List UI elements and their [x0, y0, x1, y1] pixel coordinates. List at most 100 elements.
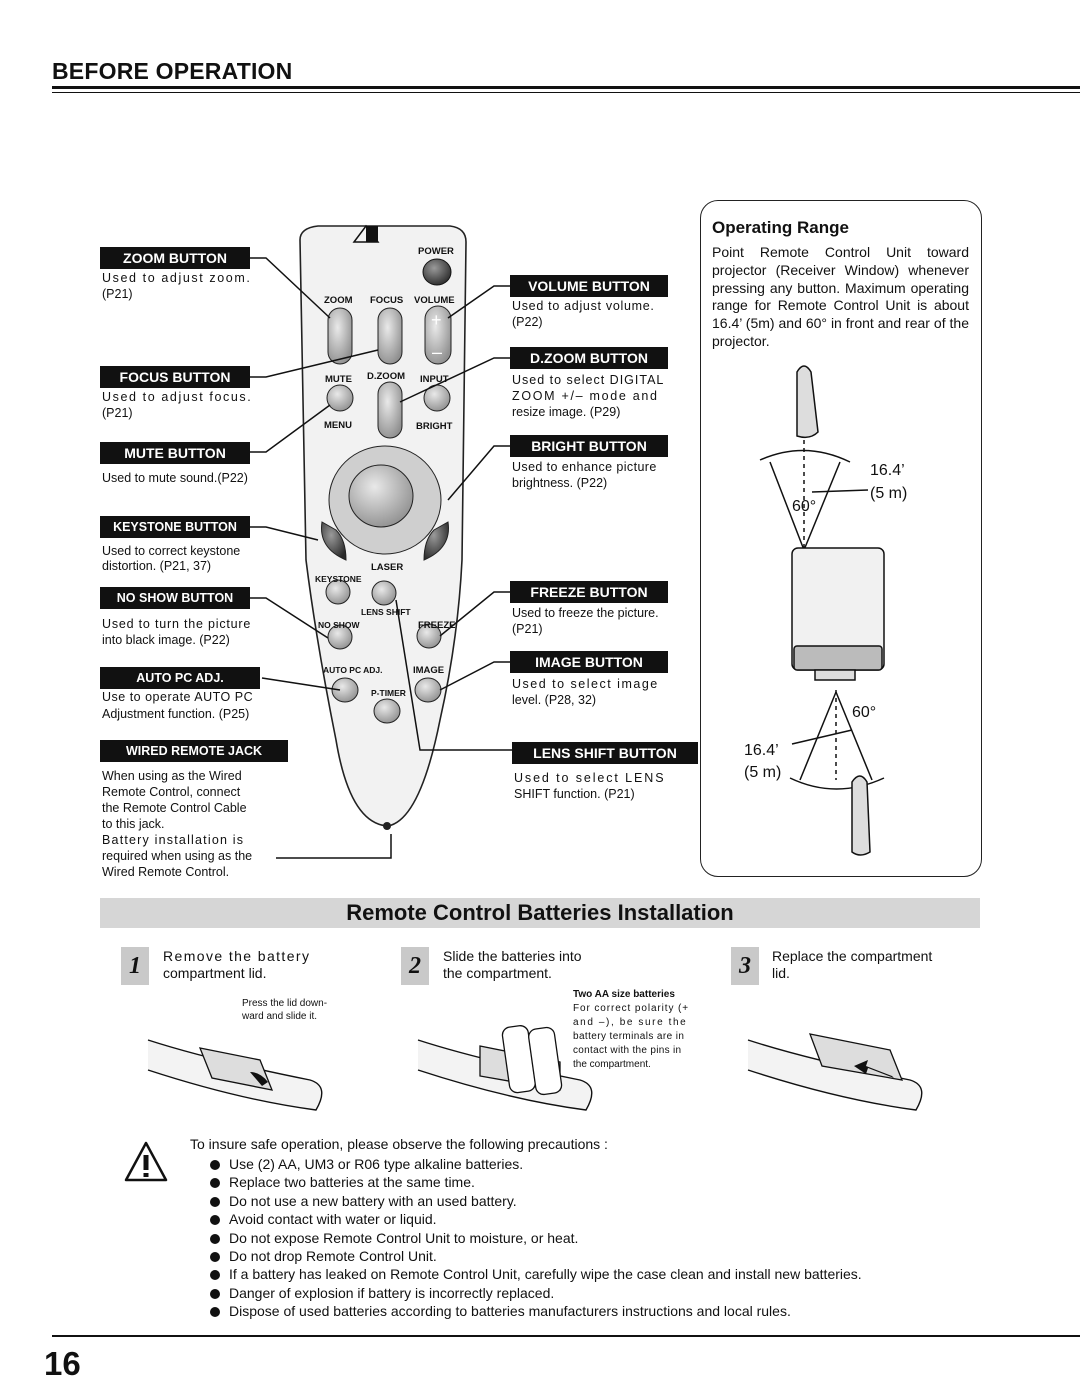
wired-remote-desc-7: Wired Remote Control.: [102, 865, 230, 879]
precaution-item: Do not use a new battery with an used ba…: [210, 1192, 862, 1210]
step-1-note-2: ward and slide it.: [242, 1011, 318, 1022]
freeze-button-desc-2: (P21): [512, 622, 543, 636]
operating-range-title: Operating Range: [712, 218, 849, 237]
range-distance-ft-front: 16.4’: [870, 462, 905, 479]
freeze-button-desc-1: Used to freeze the picture.: [512, 606, 659, 620]
step-3-line-1: Replace the compartment: [772, 948, 933, 964]
step-2-note-3: battery terminals are in: [573, 1031, 685, 1042]
no-show-button-title: NO SHOW BUTTON: [100, 587, 250, 609]
page-number: 16: [44, 1345, 81, 1382]
bright-button-desc-1: Used to enhance picture: [512, 460, 657, 474]
precaution-item: Dispose of used batteries according to b…: [210, 1302, 862, 1320]
image-button-desc-2: level. (P28, 32): [512, 693, 597, 707]
keystone-button-desc-1: Used to correct keystone: [102, 544, 241, 558]
step-1-number: 1: [121, 947, 149, 985]
no-show-button-desc-2: into black image. (P22): [102, 633, 230, 647]
dzoom-button-desc-1: Used to select DIGITAL: [512, 373, 665, 387]
header-rule: [52, 86, 1080, 89]
bright-button-desc-2: brightness. (P22): [512, 476, 608, 490]
input-label: INPUT: [420, 374, 449, 385]
precaution-item: If a battery has leaked on Remote Contro…: [210, 1265, 862, 1283]
step-1-line-1: Remove the battery: [163, 948, 311, 964]
volume-button-title: VOLUME BUTTON: [510, 275, 668, 297]
dzoom-button-title: D.ZOOM BUTTON: [510, 347, 668, 369]
precaution-item: Do not drop Remote Control Unit.: [210, 1247, 862, 1265]
volume-button-desc-1: Used to adjust volume.: [512, 299, 655, 313]
bright-label: BRIGHT: [416, 421, 453, 432]
wired-remote-desc-5: Battery installation is: [102, 833, 245, 847]
p-timer-label: P-TIMER: [371, 688, 406, 698]
warning-icon: [124, 1141, 168, 1182]
no-show-button-desc-1: Used to turn the picture: [102, 617, 252, 631]
step-2-line-2: the compartment.: [443, 965, 552, 981]
step-2-note-2: and –), be sure the: [573, 1017, 688, 1028]
wired-remote-desc-3: the Remote Control Cable: [102, 801, 247, 815]
step-1-note-1: Press the lid down-: [242, 998, 328, 1009]
keystone-button-title: KEYSTONE BUTTON: [100, 516, 250, 538]
mute-button-title: MUTE BUTTON: [100, 442, 250, 464]
range-angle-front: 60°: [792, 498, 817, 515]
zoom-button-desc-1: Used to adjust zoom.: [102, 271, 252, 285]
volume-label: VOLUME: [414, 295, 455, 306]
precaution-item: Use (2) AA, UM3 or R06 type alkaline bat…: [210, 1155, 862, 1173]
precaution-item: Avoid contact with water or liquid.: [210, 1210, 862, 1228]
header-rule-thin: [52, 92, 1080, 93]
lens-shift-label: LENS SHIFT: [361, 607, 411, 617]
bullet-icon: [210, 1270, 220, 1281]
auto-pc-button-desc-1: Use to operate AUTO PC: [102, 690, 254, 704]
wired-remote-title: WIRED REMOTE JACK: [100, 740, 288, 762]
mute-button-desc-1: Used to mute sound.(P22): [102, 471, 248, 485]
bullet-icon: [210, 1307, 220, 1318]
operating-range-text: Point Remote Control Unit toward project…: [712, 244, 969, 349]
focus-label: FOCUS: [370, 295, 404, 306]
wired-remote-desc-1: When using as the Wired: [102, 769, 242, 783]
range-angle-rear: 60°: [852, 704, 877, 721]
step-1-line-2: compartment lid.: [163, 965, 267, 981]
page-header-title: BEFORE OPERATION: [52, 58, 293, 84]
precaution-item: Replace two batteries at the same time.: [210, 1173, 862, 1191]
precautions-intro: To insure safe operation, please observe…: [190, 1136, 608, 1152]
wired-remote-desc-2: Remote Control, connect: [102, 785, 241, 799]
step-2-note-5: the compartment.: [573, 1059, 651, 1070]
wired-remote-desc-4: to this jack.: [102, 817, 165, 831]
bullet-icon: [210, 1288, 220, 1299]
lens-shift-button-desc-2: SHIFT function. (P21): [514, 787, 635, 801]
precautions-list: Use (2) AA, UM3 or R06 type alkaline bat…: [210, 1155, 862, 1321]
bright-button-title: BRIGHT BUTTON: [510, 435, 668, 457]
bullet-icon: [210, 1215, 220, 1226]
no-show-label: NO SHOW: [318, 620, 360, 630]
auto-pc-button-desc-2: Adjustment function. (P25): [102, 707, 250, 721]
batteries-section-title: Remote Control Batteries Installation: [346, 900, 734, 925]
dzoom-label: D.ZOOM: [367, 371, 405, 382]
focus-button-desc-2: (P21): [102, 406, 133, 420]
bullet-icon: [210, 1252, 220, 1263]
menu-label: MENU: [324, 420, 352, 431]
dzoom-button-desc-2: ZOOM +/– mode and: [512, 389, 659, 403]
step-2-illustration: [417, 1025, 593, 1111]
bullet-icon: [210, 1196, 220, 1207]
step-2-note-1: For correct polarity (+: [573, 1003, 690, 1014]
step-3-illustration: [747, 1033, 923, 1111]
svg-text:+: +: [431, 310, 442, 330]
step-2-number: 2: [401, 947, 429, 985]
step-2-note-4: contact with the pins in: [573, 1045, 682, 1056]
image-button-desc-1: Used to select image: [512, 677, 659, 691]
remote-control-diagram: + –: [250, 224, 885, 859]
step-2-line-1: Slide the batteries into: [443, 948, 582, 964]
power-label: POWER: [418, 246, 454, 257]
freeze-button-title: FREEZE BUTTON: [510, 581, 668, 603]
lens-shift-button-title: LENS SHIFT BUTTON: [512, 742, 698, 764]
bullet-icon: [210, 1178, 220, 1189]
auto-pc-label: AUTO PC ADJ.: [323, 665, 383, 675]
auto-pc-button-title: AUTO PC ADJ. BUTTON: [100, 667, 260, 703]
step-1-illustration: [147, 1039, 323, 1111]
mute-label: MUTE: [325, 374, 352, 385]
step-3-line-2: lid.: [772, 965, 790, 981]
image-label: IMAGE: [413, 665, 445, 676]
zoom-label: ZOOM: [324, 295, 353, 306]
precaution-item: Do not expose Remote Control Unit to moi…: [210, 1229, 862, 1247]
keystone-button-desc-2: distortion. (P21, 37): [102, 559, 212, 573]
volume-button-desc-2: (P22): [512, 315, 543, 329]
operating-range-box: [700, 200, 982, 877]
image-button-title: IMAGE BUTTON: [510, 651, 668, 673]
